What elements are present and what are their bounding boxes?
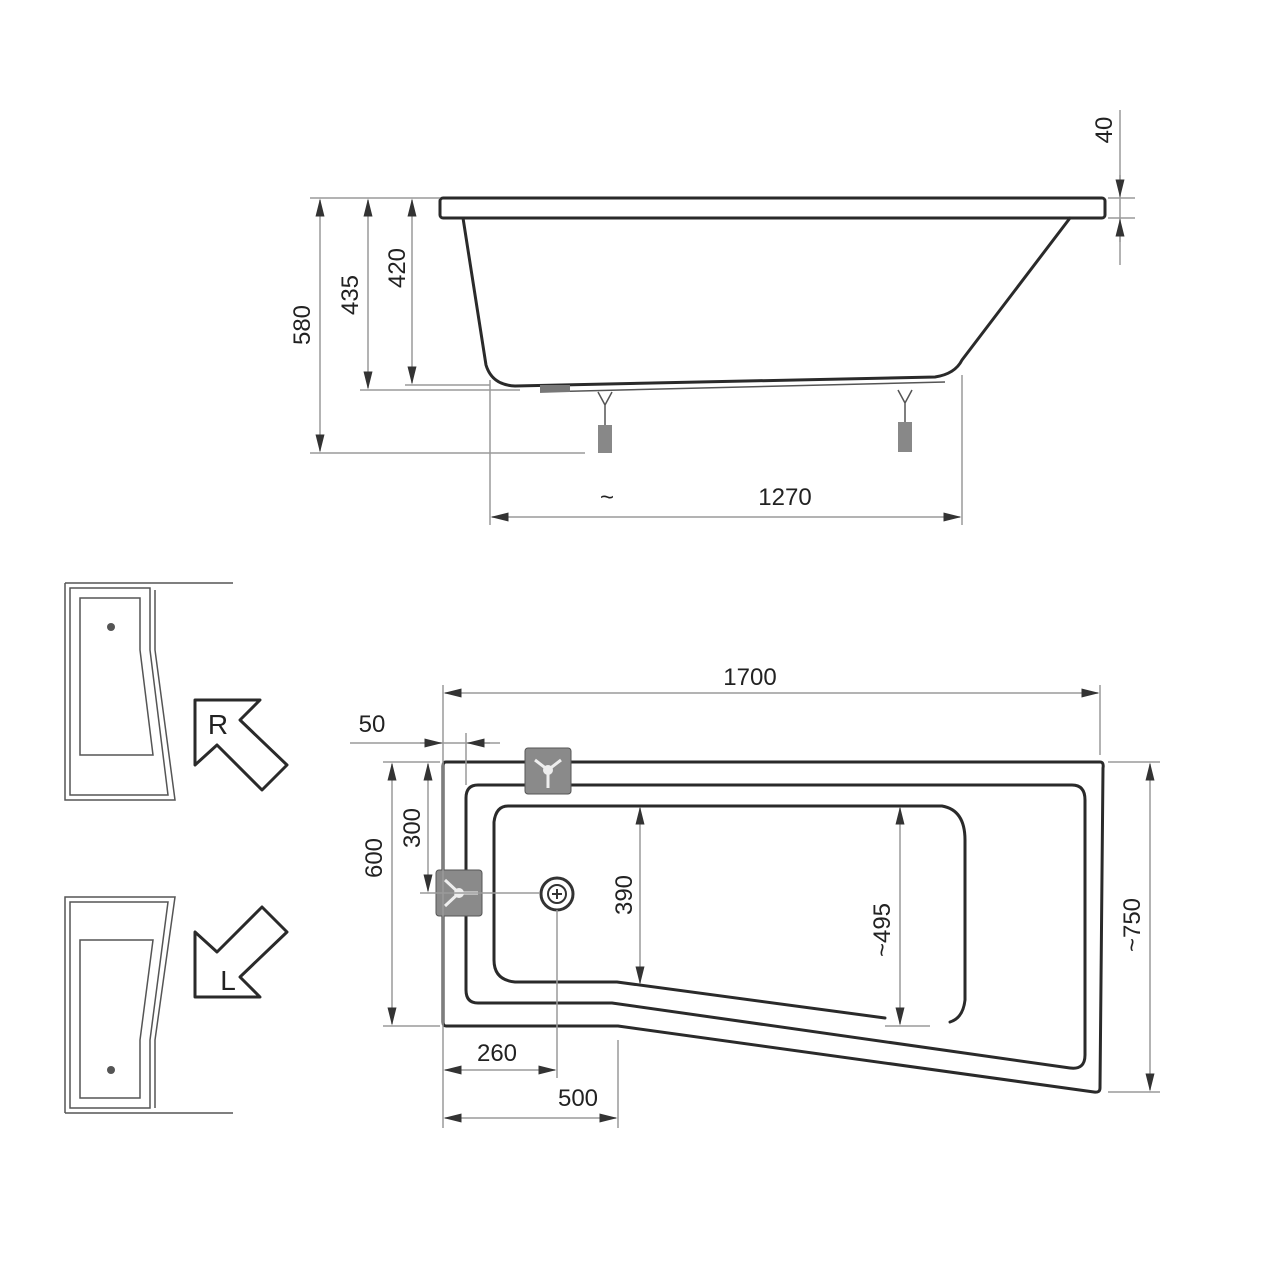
tub-outline-outer: [441, 760, 1105, 1094]
label-r: R: [208, 709, 228, 740]
tub-base-frame: [539, 381, 946, 393]
dim-500: 500: [558, 1085, 598, 1112]
fitting-top-icon: [524, 747, 572, 795]
leg-left: [597, 391, 613, 453]
orientation-right: R: [64, 582, 289, 801]
arrow-left-icon: [193, 905, 289, 999]
label-l: L: [220, 965, 236, 996]
top-view: 1700 50 300 600 390 ~495 ~750 260 500: [350, 664, 1160, 1128]
dim-580: 580: [289, 305, 316, 345]
dim-390: 390: [611, 875, 638, 915]
tub-rim: [438, 196, 1107, 220]
dim-435: 435: [337, 275, 364, 315]
tub-body: [461, 216, 1072, 388]
approx-symbol: ~: [600, 484, 614, 511]
drain-icon: [539, 876, 575, 912]
leg-right: [897, 389, 913, 452]
side-view: 580 435 420 40 1270 ~: [289, 110, 1135, 525]
orientation-left: L: [64, 896, 289, 1114]
arrow-right-icon: [193, 698, 289, 792]
dim-420: 420: [384, 248, 411, 288]
dim-495: ~495: [869, 903, 896, 957]
dim-750: ~750: [1119, 898, 1146, 952]
tub-outline-middle: [464, 783, 1087, 1070]
dim-1700: 1700: [723, 664, 776, 691]
drain-outlet: [540, 385, 570, 392]
tub-basin-inner: [492, 804, 967, 1024]
dim-600: 600: [361, 838, 388, 878]
dim-1270: 1270: [758, 484, 811, 511]
dim-50: 50: [359, 711, 386, 738]
dim-40: 40: [1091, 117, 1118, 144]
dim-260: 260: [477, 1040, 517, 1067]
dim-300: 300: [399, 808, 426, 848]
